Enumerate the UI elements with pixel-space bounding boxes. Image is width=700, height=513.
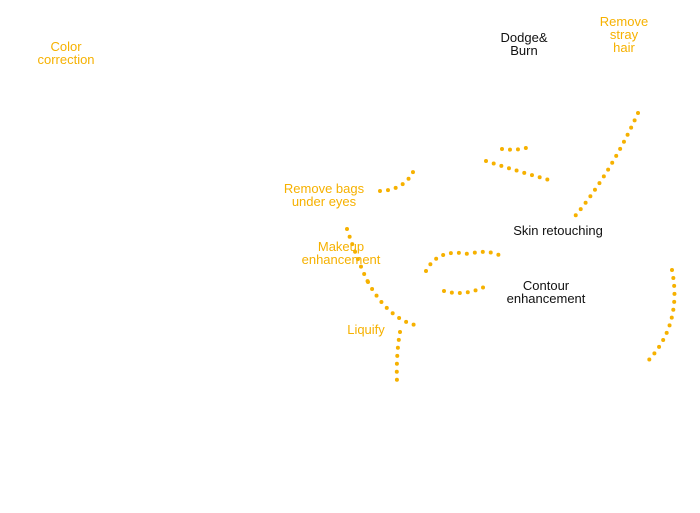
jaw-contour-dotted-line xyxy=(643,268,677,366)
stray-hair-dotted-line xyxy=(569,111,640,223)
right-eye-dotted-line xyxy=(484,159,555,183)
label-makeup-enhancement: Makeup enhancement xyxy=(301,239,381,267)
label-remove-stray-hair: Remove stray hair xyxy=(599,14,649,55)
lower-lip-dotted-line xyxy=(442,283,490,295)
label-liquify: Liquify xyxy=(347,322,385,337)
left-eye-bag-dotted-line xyxy=(378,168,416,193)
label-dodge-burn: Dodge& Burn xyxy=(500,30,548,58)
label-color-correction: Color correction xyxy=(37,39,95,67)
right-eyebrow-dotted-line xyxy=(500,145,532,152)
label-skin-retouching: Skin retouching xyxy=(513,223,603,238)
nose-tip-dotted-line xyxy=(366,280,417,327)
nose-bridge-dotted-line xyxy=(345,227,370,284)
chin-dotted-line xyxy=(394,330,402,384)
upper-lip-dotted-line xyxy=(424,249,503,273)
label-contour-enhancement: Contour enhancement xyxy=(506,278,586,306)
label-remove-bags-under-eyes: Remove bags under eyes xyxy=(283,181,365,209)
